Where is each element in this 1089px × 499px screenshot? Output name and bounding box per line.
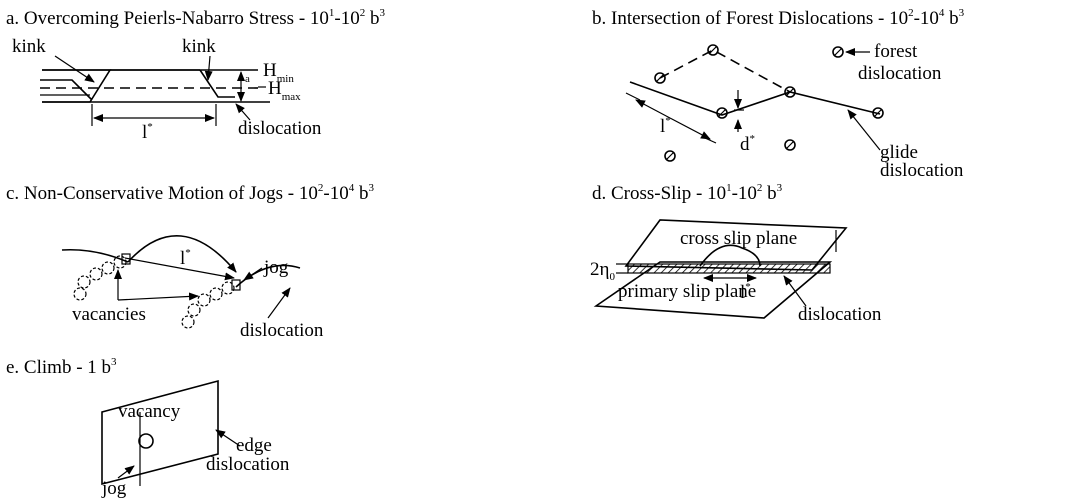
vacancy-circle [197,293,211,307]
edge-label-1: edge [236,435,272,456]
vacancy-circle [187,303,201,317]
dislocation-label: dislocation [798,304,882,325]
vacancy-circle [221,281,235,295]
vacancy-chain-left [73,255,127,301]
glide-dislocation-line [629,81,881,116]
l-star-label: l* [740,281,751,303]
kink-right-arrow [204,55,213,81]
primary-slip-plane [593,261,833,319]
forest-dislocation-points [654,44,884,162]
l-dimension-arrow-1 [635,99,671,119]
forest-point [832,46,844,58]
forest-point [664,150,676,162]
vacancy-circle [138,433,154,449]
jog-arrow [243,267,263,281]
d-star-label: d* [740,133,755,155]
forest-point [716,107,728,119]
forest-point [784,86,796,98]
vacancy-circle [209,287,223,301]
vacancy-circle [113,255,127,269]
vacancy-circle [181,315,195,329]
kink-left-arrow [54,55,95,83]
l-star-label: l* [660,115,671,137]
l-dimension-arrow-2 [669,117,711,140]
vacancies-label: vacancies [72,304,146,325]
l-dimension-tick-2 [704,137,717,144]
vacancy-chain-right [181,281,235,329]
vacancy-circle [89,267,103,281]
panel-c: c. Non-Conservative Motion of Jogs - 102… [6,182,374,341]
eta-label: 2η0 [590,259,615,283]
edge-dislocation-plane [101,379,219,486]
panel-c-title: c. Non-Conservative Motion of Jogs - 102… [6,182,374,204]
dislocation-label: dislocation [240,320,324,341]
glide-arrow [847,109,881,151]
panel-e-title: e. Climb - 1 b3 [6,356,117,378]
panel-a: a. Overcoming Peierls-Nabarro Stress - 1… [6,7,386,143]
a-dimension-label: a [245,73,250,85]
l-dimension-arrow [124,257,235,281]
glide-label-1: glide [880,142,918,163]
jog-arrow [117,465,135,479]
dislocation-label: dislocation [238,118,322,139]
glide-label-2: dislocation [880,160,964,181]
vacancies-arrow-right [117,292,199,301]
vacancy-label: vacancy [118,401,181,422]
edge-label-2: dislocation [206,454,290,475]
vacancy-circle [73,287,87,301]
dislocation-right-kink [199,69,235,98]
forest-point [654,72,666,84]
glide-dislocation-initial-dashed [659,49,791,93]
l-star-label: l* [142,121,153,143]
panel-a-title: a. Overcoming Peierls-Nabarro Stress - 1… [6,7,386,29]
vacancy-circle [77,275,91,289]
cross-slip-bulge [699,244,761,267]
h-max-label: Hmax [268,78,301,103]
dislocation-arrow [267,287,291,319]
panel-d: d. Cross-Slip - 101-102 b3 cross slip pl… [590,182,882,325]
jog-marker-right [231,279,241,291]
cross-slip-plane-label: cross slip plane [680,228,797,249]
forest-label-2: dislocation [858,63,942,84]
panel-b: b. Intersection of Forest Dislocations -… [592,7,965,181]
forest-point [784,139,796,151]
dislocation-arrow [783,275,807,307]
kink-right-label: kink [182,36,216,57]
vacancy-circle [101,261,115,275]
jog-label: jog [101,478,127,499]
panel-b-title: b. Intersection of Forest Dislocations -… [592,7,965,29]
forest-label-1: forest [874,41,918,62]
dislocation-arrow [235,103,251,121]
dislocation-left-segment [42,69,112,103]
dislocation-curve-right [235,264,301,288]
jog-label: jog [263,257,289,278]
jog-motion-arc [127,235,237,273]
dislocation-left-lower [40,79,93,101]
forest-point [872,107,884,119]
l-star-label: l* [180,247,191,269]
dislocation-band [627,263,831,274]
forest-point [707,44,719,56]
panel-e: e. Climb - 1 b3 vacancy edge dislocation… [6,356,290,499]
panel-d-title: d. Cross-Slip - 101-102 b3 [592,182,783,204]
l-dimension-tick-1 [625,92,641,101]
edge-arrow [215,429,241,447]
kink-left-label: kink [12,36,46,57]
primary-slip-plane-label: primary slip plane [618,281,756,302]
h-min-label: Hmin [263,60,294,85]
